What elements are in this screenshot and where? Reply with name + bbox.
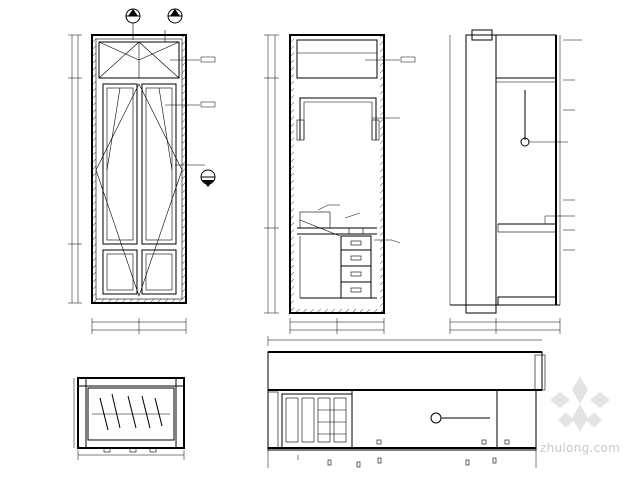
ceiling-section xyxy=(267,351,543,391)
drawer-stack xyxy=(340,227,372,299)
glass-door-group xyxy=(281,393,353,449)
section-marker-1 xyxy=(125,8,141,40)
plan-view-bottom-left xyxy=(73,377,185,460)
rod-end xyxy=(430,412,442,424)
long-elevation-bottom-right xyxy=(267,336,546,468)
detail-marker xyxy=(200,169,216,187)
cabinet-outline-middle xyxy=(289,34,385,314)
bottom-panel-right xyxy=(141,249,177,295)
bottom-panel-left xyxy=(102,249,138,295)
door-panel-left xyxy=(102,83,138,245)
front-elevation-middle xyxy=(264,34,416,334)
side-section-right xyxy=(449,29,582,334)
watermark-logo xyxy=(550,376,610,432)
section-marker-2 xyxy=(164,8,183,42)
watermark-text: zhulong.com xyxy=(540,441,621,455)
wall-section xyxy=(465,34,497,314)
front-elevation-left xyxy=(68,8,216,334)
door-panel-right xyxy=(141,83,177,245)
